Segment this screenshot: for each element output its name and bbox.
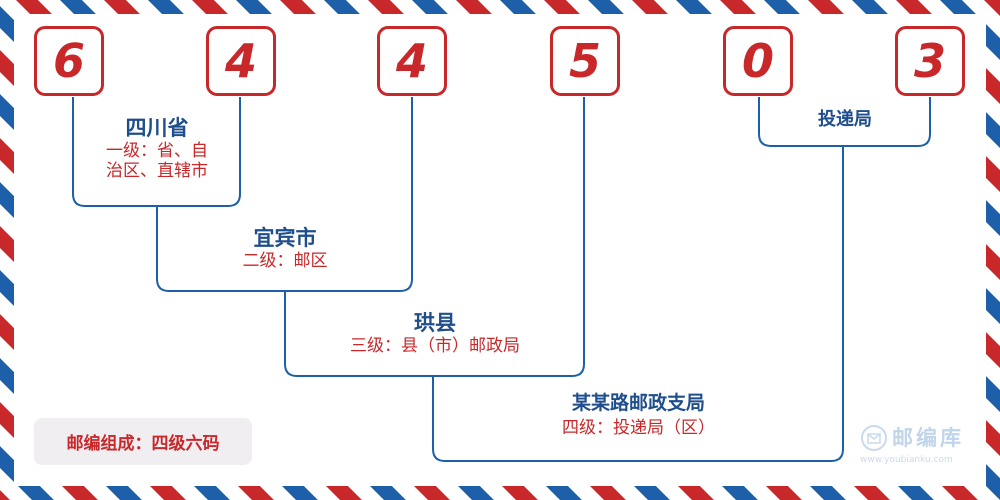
province-desc-line1: 一级：省、自 xyxy=(106,140,208,161)
city-name: 宜宾市 xyxy=(253,225,317,250)
digit-box-3: 4 xyxy=(377,26,447,96)
digit-box-5: 0 xyxy=(723,26,793,96)
border-stripe xyxy=(0,0,142,500)
digit-box-6: 3 xyxy=(895,26,965,96)
city-label: 宜宾市 二级：邮区 xyxy=(158,225,412,271)
province-label: 四川省 一级：省、自 治区、直辖市 xyxy=(74,115,240,181)
watermark-url: www.youbianku.com xyxy=(860,455,953,465)
county-label: 珙县 三级：县（市）邮政局 xyxy=(286,310,584,356)
branch-label: 某某路邮政支局 四级：投递局（区） xyxy=(434,392,843,438)
county-bracket xyxy=(284,97,585,377)
province-name: 四川省 xyxy=(125,115,189,140)
watermark-logo: 邮编库 www.youbianku.com xyxy=(858,421,986,467)
county-name: 珙县 xyxy=(414,310,456,335)
province-desc-line2: 治区、直辖市 xyxy=(106,160,208,181)
delivery-label: 投递局 xyxy=(760,109,930,130)
delivery-bracket xyxy=(758,97,931,147)
watermark-name: 邮编库 xyxy=(892,426,964,450)
city-desc: 二级：邮区 xyxy=(242,250,328,271)
connector-lines xyxy=(72,97,931,462)
county-desc: 三级：县（市）邮政局 xyxy=(350,335,520,356)
composition-note: 邮编组成：四级六码 xyxy=(34,418,252,465)
delivery-name: 投递局 xyxy=(818,109,872,130)
digit-box-2: 4 xyxy=(206,26,276,96)
digit-box-1: 6 xyxy=(34,26,104,96)
branch-desc: 四级：投递局（区） xyxy=(562,418,715,439)
branch-name: 某某路邮政支局 xyxy=(571,392,705,414)
digit-box-4: 5 xyxy=(550,26,620,96)
envelope-icon xyxy=(861,425,887,451)
branch-bracket xyxy=(432,146,844,462)
